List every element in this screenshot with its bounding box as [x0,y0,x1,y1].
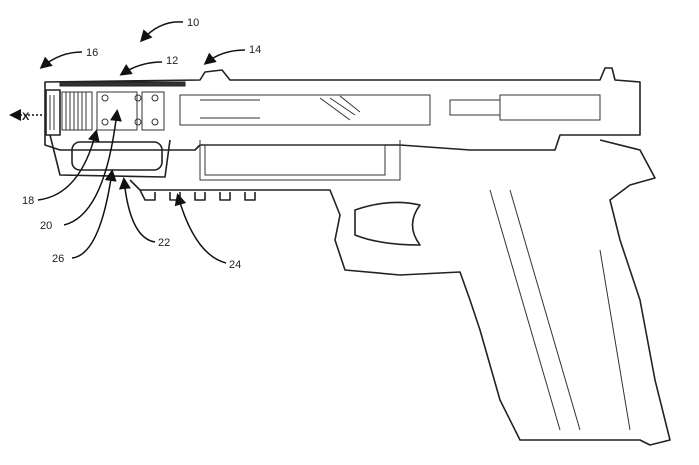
label-10: 10 [187,17,199,29]
label-18: 18 [22,195,34,207]
label-16: 16 [86,47,98,59]
label-26: 26 [52,253,64,265]
label-24: 24 [229,259,241,271]
slide [44,67,641,151]
label-22: 22 [158,237,170,249]
label-14: 14 [249,44,261,56]
reference-numerals: 10 16 12 14 X 18 20 26 22 24 [22,17,261,271]
frame [129,139,671,446]
label-x: X [22,111,30,123]
front-module [45,89,165,136]
label-20: 20 [40,220,52,232]
label-12: 12 [166,55,178,67]
leader-lines [9,21,246,264]
